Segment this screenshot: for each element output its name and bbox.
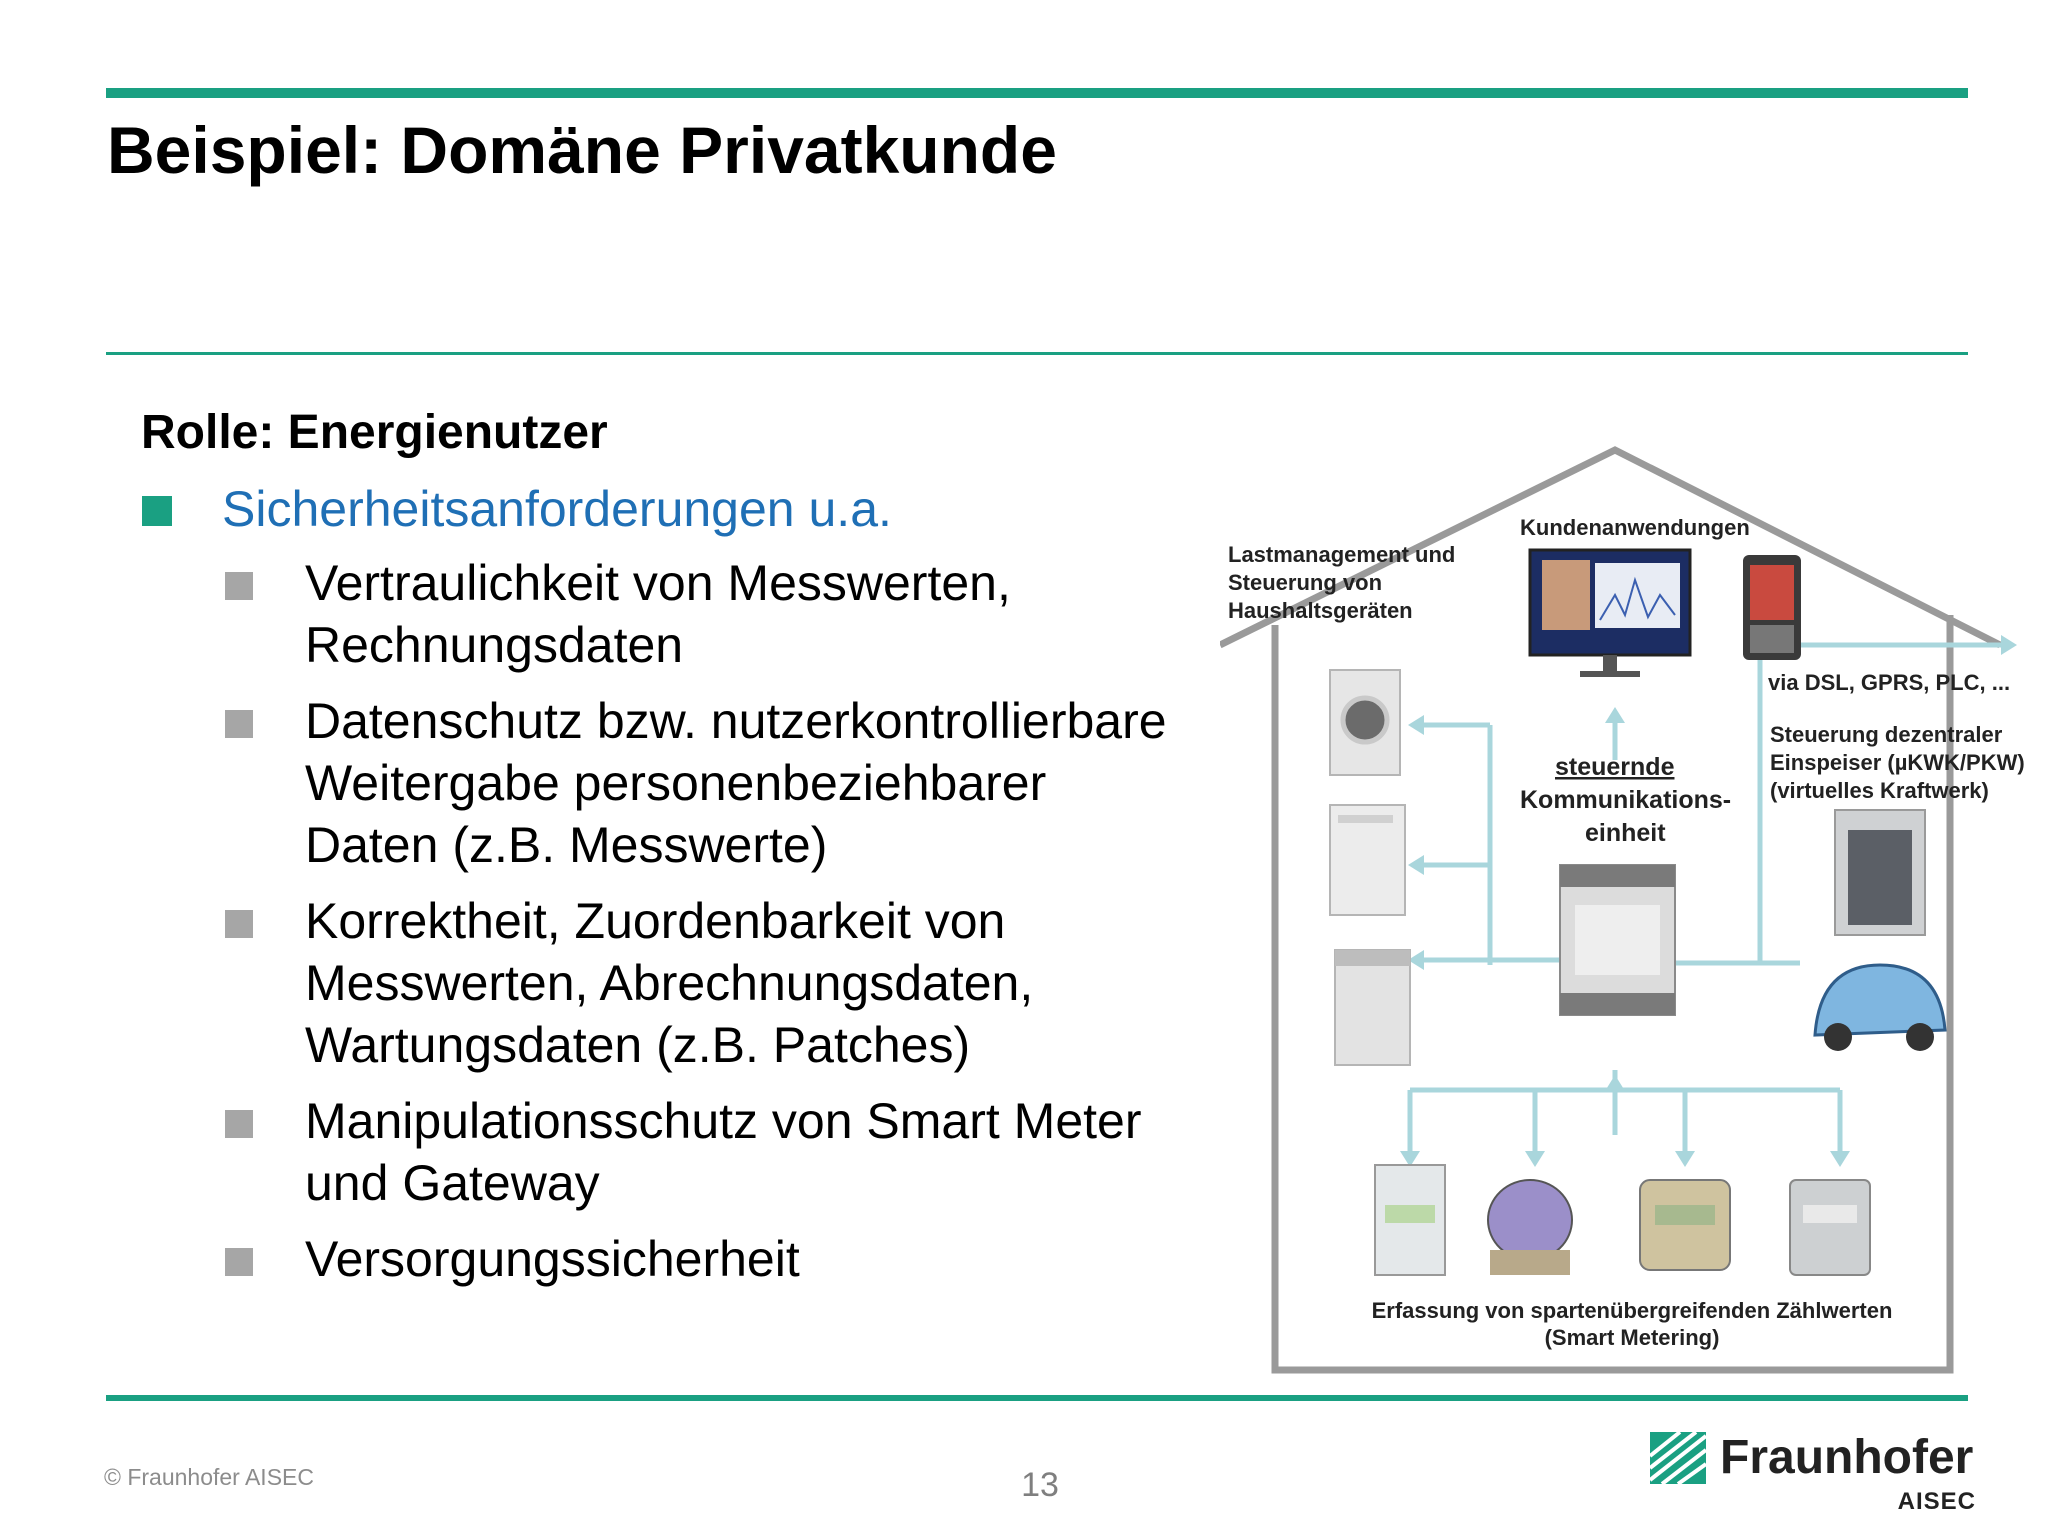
load-management-label: Lastmanagement und [1228,542,1455,567]
list-item-text: Manipulationsschutz von Smart Meter und … [305,1093,1142,1211]
fraunhofer-logo: Fraunhofer AISEC [1650,1430,1980,1520]
decentral-label: (virtuelles Kraftwerk) [1770,778,1989,803]
dishwasher-icon [1334,949,1411,1066]
connection-lines [1407,642,2005,1155]
top-divider [106,88,1968,98]
connection-label: via DSL, GPRS, PLC, ... [1768,670,2010,695]
square-bullet-icon [142,496,172,526]
list-item-text: Vertraulichkeit von Messwerten, Rechnung… [305,555,1011,673]
gas-meter-icon [1789,1179,1871,1276]
house-walls [1271,615,1954,1374]
requirements-heading: Sicherheitsanforderungen u.a. [222,481,892,537]
metering-label: (Smart Metering) [1545,1325,1720,1350]
load-management-label: Steuerung von [1228,570,1382,595]
diagram-labels: Lastmanagement und Steuerung von Haushal… [1228,515,2025,1350]
washing-machine-icon [1329,669,1401,776]
list-item-text: Datenschutz bzw. nutzerkontrollierbare W… [305,693,1167,873]
header-divider [106,352,1968,355]
load-management-label: Haushaltsgeräten [1228,598,1413,623]
control-unit-label: einheit [1585,819,1666,847]
square-bullet-icon [225,1110,253,1138]
monitor-icon [1528,548,1692,677]
square-bullet-icon [225,572,253,600]
control-unit-label: steuernde [1555,753,1675,781]
fraunhofer-logo-icon [1650,1432,1706,1484]
role-heading: Rolle: Energienutzer [141,406,608,459]
metering-label: Erfassung von spartenübergreifenden Zähl… [1372,1298,1893,1323]
water-meter-icon [1487,1179,1573,1275]
slide-title: Beispiel: Domäne Privatkunde [107,113,1057,187]
electricity-meter-icon [1374,1164,1446,1276]
list-item-text: Versorgungssicherheit [305,1231,800,1287]
smartphone-icon [1743,555,1801,660]
dryer-icon [1329,804,1406,916]
house-roof [1220,446,2002,649]
electric-car-icon [1813,963,1947,1051]
smart-home-diagram: Lastmanagement und Steuerung von Haushal… [1220,446,2025,1374]
control-unit-label: Kommunikations- [1520,786,1731,814]
logo-wordmark: Fraunhofer [1720,1431,1974,1484]
page-number: 13 [1021,1466,1059,1504]
decentral-label: Steuerung dezentraler [1770,722,2003,747]
square-bullet-icon [225,1248,253,1276]
arrow-heads [1400,635,2017,1167]
customer-apps-label: Kundenanwendungen [1520,515,1750,540]
control-unit-icon [1559,864,1676,1016]
decentral-label: Einspeiser (µKWK/PKW) [1770,750,2025,775]
square-bullet-icon [225,910,253,938]
chp-unit-icon [1834,809,1926,936]
heat-meter-icon [1639,1179,1731,1271]
logo-subtitle: AISEC [1897,1488,1976,1515]
footer-copyright: © Fraunhofer AISEC [104,1464,314,1490]
list-item-text: Korrektheit, Zuordenbarkeit von Messwert… [305,893,1034,1073]
square-bullet-icon [225,710,253,738]
footer-divider [106,1395,1968,1401]
